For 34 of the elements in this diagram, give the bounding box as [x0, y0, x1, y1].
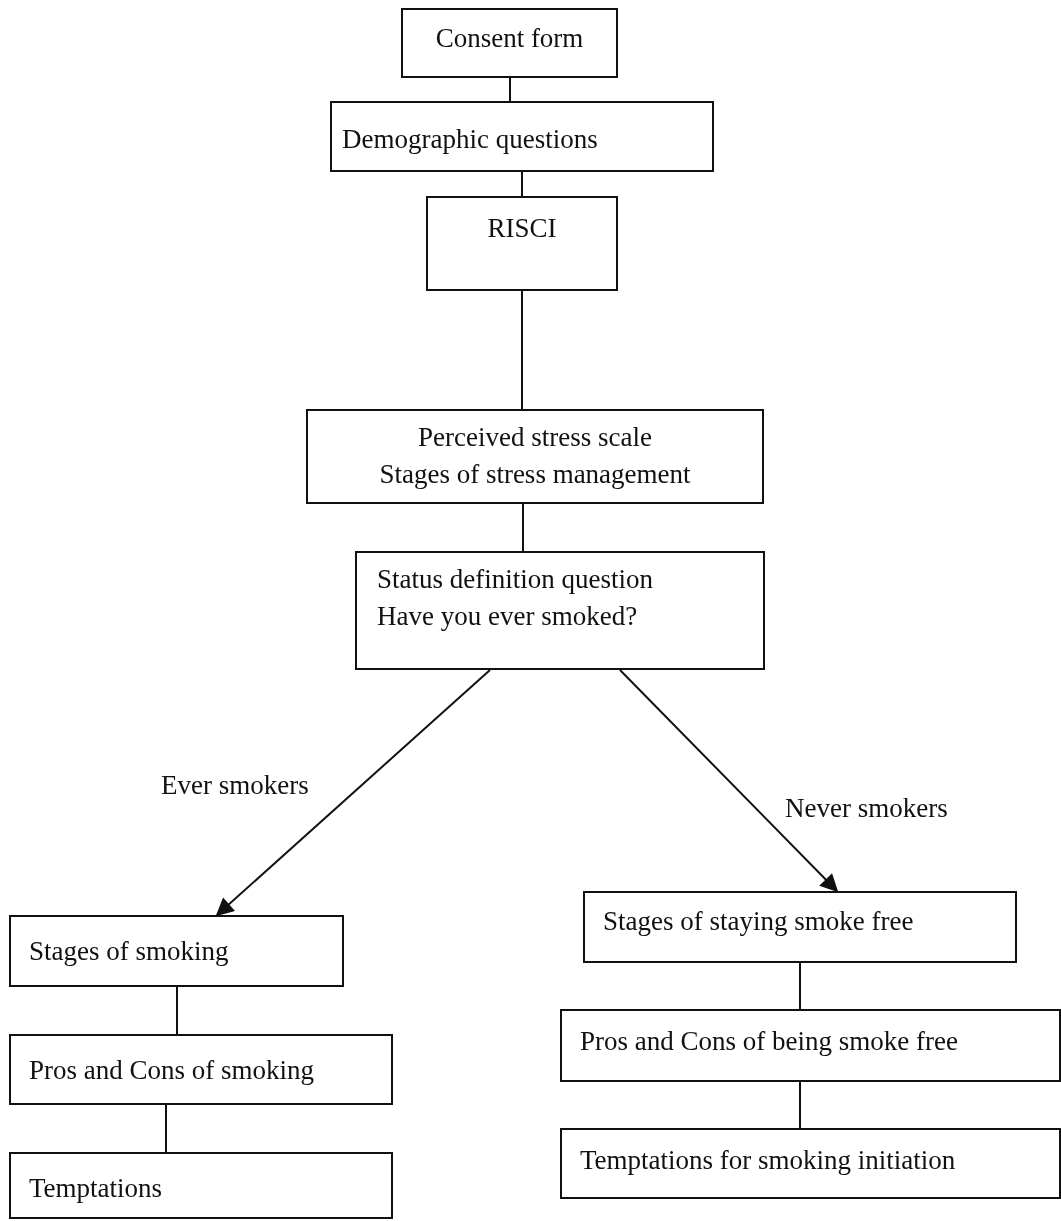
process-box — [9, 915, 344, 987]
connector-line — [176, 986, 178, 1035]
arrow — [619, 669, 839, 893]
connector-line — [509, 77, 511, 102]
process-box — [330, 101, 714, 172]
process-box — [401, 8, 618, 78]
connector-line — [799, 1081, 801, 1129]
box-text: Temptations for smoking initiation — [580, 1144, 957, 1177]
box-text: RISCI — [486, 212, 558, 245]
box-text: Stages of stress management — [378, 458, 692, 491]
box-text: Stages of smoking — [29, 935, 230, 968]
box-text: Status definition question — [377, 563, 654, 596]
arrow — [215, 669, 491, 917]
box-text: Stages of staying smoke free — [603, 905, 915, 938]
process-box — [426, 196, 618, 291]
connector-line — [799, 962, 801, 1010]
connector-line — [521, 290, 523, 410]
connector-line — [165, 1104, 167, 1153]
process-box — [355, 551, 765, 670]
box-text: Consent form — [434, 22, 585, 55]
process-box — [9, 1034, 393, 1105]
process-box — [306, 409, 764, 504]
process-box — [560, 1128, 1061, 1199]
box-text: Have you ever smoked? — [377, 600, 639, 633]
box-text: Perceived stress scale — [417, 421, 653, 454]
box-text: Temptations — [29, 1172, 164, 1205]
process-box — [560, 1009, 1061, 1082]
box-text: Pros and Cons of smoking — [29, 1054, 316, 1087]
process-box — [9, 1152, 393, 1219]
connector-line — [522, 503, 524, 552]
connector-line — [521, 171, 523, 197]
box-text: Pros and Cons of being smoke free — [580, 1025, 959, 1058]
process-box — [583, 891, 1017, 963]
box-text: Demographic questions — [342, 123, 599, 156]
